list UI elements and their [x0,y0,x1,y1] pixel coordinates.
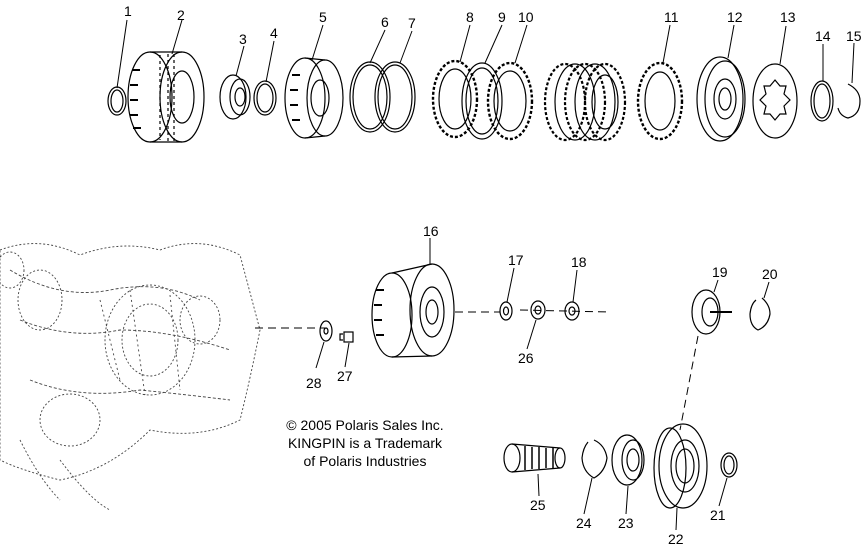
callout-9: 9 [498,9,506,25]
part-22-housing [653,423,708,509]
trademark-owner-line: of Polaris Industries [303,453,427,469]
part-12-pressure-plate [696,56,746,142]
part-18-nut [564,301,580,321]
callout-18: 18 [571,254,587,270]
callout-13: 13 [780,9,796,25]
callout-17: 17 [508,252,524,268]
part-14-ring [810,80,834,122]
callout-23: 23 [618,515,634,531]
callout-28: 28 [306,375,322,391]
part-3-bearing [219,74,251,120]
part-21-ring [720,452,738,478]
callout-11: 11 [664,9,679,25]
callout-8: 8 [466,9,474,25]
callout-25: 25 [530,497,546,513]
part-15-snap-ring [837,83,861,119]
part-24-snap-ring [581,439,608,479]
callout-19: 19 [712,264,728,280]
transmission-housing-illustration [0,243,261,511]
callout-6: 6 [381,14,389,30]
callout-14: 14 [815,28,831,44]
part-28-washer [319,320,333,342]
callout-26: 26 [518,350,534,366]
callout-15: 15 [846,28,862,44]
leader-lines [116,19,855,531]
clutch-plate-stack [543,62,627,142]
callout-27: 27 [337,368,353,384]
part-1-snap-ring [107,86,127,116]
callout-10: 10 [518,9,534,25]
callout-12: 12 [727,9,743,25]
part-8-friction-plate [431,59,479,139]
callout-20: 20 [762,266,778,282]
part-10-friction-plate [486,61,534,141]
part-16-clutch-drum [371,263,455,358]
callout-16: 16 [423,223,439,239]
part-4-snap-ring [253,80,277,116]
trademark-line: KINGPIN is a Trademark [287,435,443,451]
assembly-centerline-vertical [679,335,699,431]
callout-4: 4 [270,25,278,41]
part-5-clutch-hub [284,57,344,139]
part-7-ring [374,61,416,133]
callout-22: 22 [668,531,684,547]
callout-2: 2 [177,7,185,23]
callout-21: 21 [710,507,726,523]
callout-3: 3 [239,31,247,47]
copyright-line: © 2005 Polaris Sales Inc. [286,417,444,433]
part-2-clutch-drum [127,51,205,143]
part-9-steel-plate [461,62,503,140]
part-11-friction-plate [636,61,684,141]
part-17-washer [499,301,513,321]
callout-1: 1 [124,3,132,19]
part-27-bolt [339,331,354,343]
callout-labels: 1 2 3 4 5 6 7 8 9 10 11 12 13 14 15 16 1… [124,3,862,547]
callout-24: 24 [576,515,592,531]
part-26-washer [530,300,546,320]
part-20-snap-ring [749,297,771,331]
callout-7: 7 [408,15,416,31]
copyright-notice: © 2005 Polaris Sales Inc. KINGPIN is a T… [245,416,485,470]
assembly-centerline [255,309,611,329]
part-13-spring-plate [752,63,798,139]
part-19-piston [691,289,732,335]
part-23-bearing [611,434,645,486]
part-25-shaft [503,443,566,473]
callout-5: 5 [319,9,327,25]
